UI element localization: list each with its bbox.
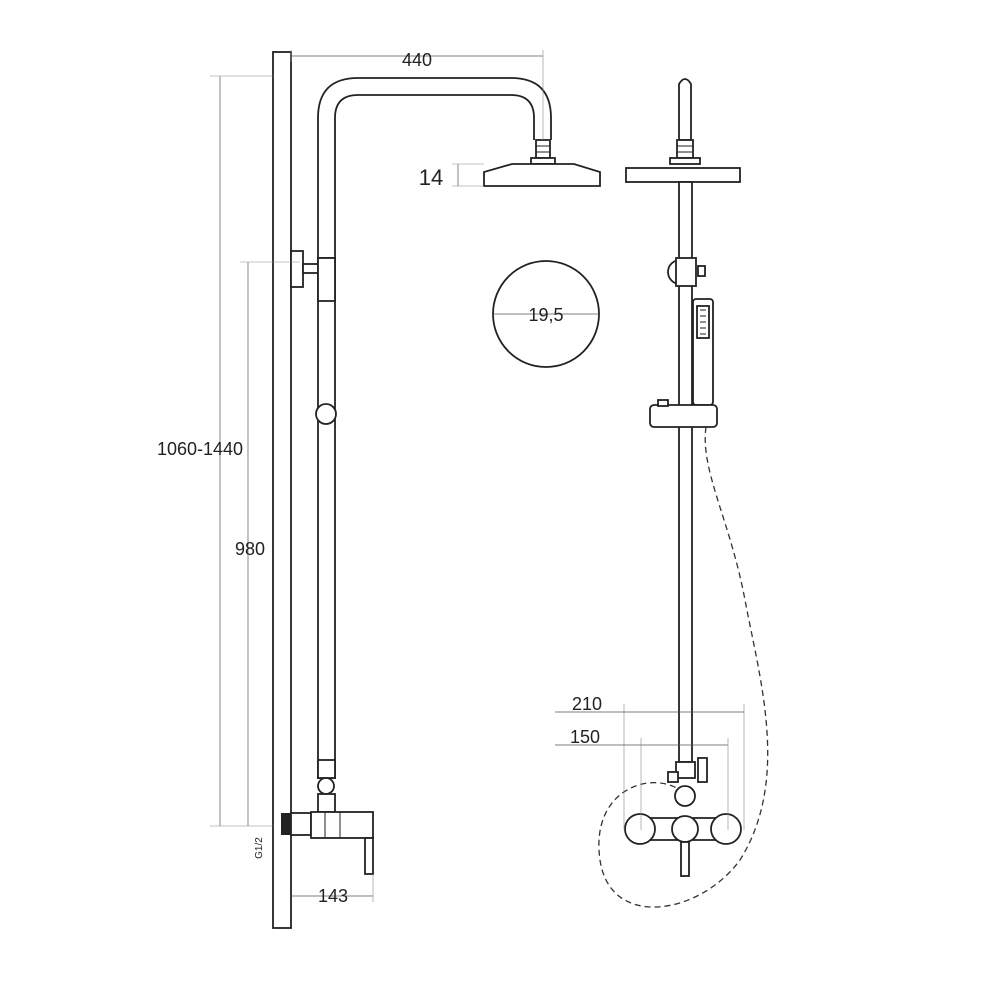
slider-knob-side — [315, 403, 337, 425]
wall-offset-label: 143 — [318, 886, 348, 906]
mixer-lever-front — [680, 841, 690, 877]
diverter-front — [675, 761, 696, 779]
inlet-thread-label: G1/2 — [254, 837, 265, 859]
mixer-cartridge — [671, 815, 699, 843]
right-eccentric — [710, 813, 742, 845]
center-distance-label: 150 — [570, 727, 600, 747]
head-thickness-label: 14 — [419, 165, 443, 190]
wall-section — [272, 51, 292, 929]
left-eccentric — [624, 813, 656, 845]
shower-hose — [598, 426, 769, 908]
side-view — [210, 50, 601, 929]
height-range-label: 1060-1440 — [157, 439, 243, 459]
rail-height-label: 980 — [235, 539, 265, 559]
head-top-view — [492, 260, 600, 368]
arm-stem-front — [678, 78, 692, 141]
slider-holder-front — [649, 404, 718, 428]
riser-pipe-side — [317, 257, 336, 779]
head-connector-side — [535, 139, 551, 159]
wall-plate-side — [281, 813, 291, 835]
wall-bracket-side — [290, 250, 304, 288]
mixer-body-side — [310, 811, 374, 839]
shower-arm-side-inner — [334, 94, 535, 258]
head-diameter-label: 19,5 — [528, 305, 563, 325]
shower-arm-side — [317, 77, 552, 258]
mixer-lever-side — [364, 837, 374, 875]
front-view — [555, 78, 769, 908]
arm-reach-label: 440 — [402, 50, 432, 70]
shower-head-side — [483, 163, 601, 187]
outer-width-label: 210 — [572, 694, 602, 714]
shower-head-front — [625, 167, 741, 183]
lower-coupling-side — [317, 759, 336, 779]
